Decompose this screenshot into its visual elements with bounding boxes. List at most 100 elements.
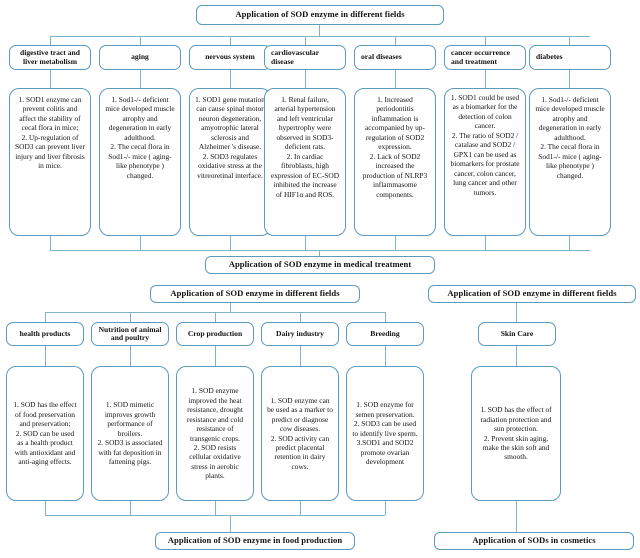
connector-cat-to-detail-1 <box>140 70 141 88</box>
connector-bus-to-cat-2 <box>230 36 231 45</box>
connector-bus-to-cat-1 <box>140 36 141 45</box>
connector-food-cat-to-detail-0 <box>45 346 46 366</box>
connector-detail-down-2 <box>230 236 231 250</box>
category-label: oral diseases <box>361 52 402 62</box>
connector-food-detail-down-0 <box>45 501 46 515</box>
connector-food-cat-to-detail-1 <box>130 346 131 366</box>
connector-medical-trunk <box>319 250 320 258</box>
connector-cat-to-detail-0 <box>50 70 51 88</box>
connector-mid-right-trunk <box>516 303 517 322</box>
connector-bus-to-cat-5 <box>485 36 486 45</box>
connector-cat-to-detail-3 <box>305 70 306 88</box>
detail-box-nervous-system: 1. SOD1 gene mutation can cause spinal m… <box>189 88 271 236</box>
detail-text: 1. Sod1-/- deficient mice developed musc… <box>535 95 605 180</box>
connector-top-trunk <box>319 25 320 36</box>
category-label: Nutrition of animal and poultry <box>98 324 162 342</box>
connector-cat-to-detail-2 <box>230 70 231 88</box>
connector-bus-to-cat-4 <box>395 36 396 45</box>
top-title-text: Application of SOD enzyme in different f… <box>235 9 405 20</box>
connector-food-detail-down-1 <box>130 501 131 515</box>
connector-cat-to-detail-6 <box>569 70 570 88</box>
connector-mid-left-trunk <box>230 303 231 312</box>
medical-treatment-title-box: Application of SOD enzyme in medical tre… <box>205 256 435 274</box>
detail-text: 1. SOD enzyme improved the heat resistan… <box>186 386 244 481</box>
connector-cat-to-detail-4 <box>395 70 396 88</box>
mid-left-title-text: Application of SOD enzyme in different f… <box>170 288 340 299</box>
connector-skincare-cat-to-detail <box>516 346 517 366</box>
connector-food-bottom-bus <box>45 515 385 516</box>
detail-text: 1. SOD has the effect of radiation prote… <box>480 405 552 462</box>
connector-bus-to-food-cat-3 <box>300 312 301 322</box>
connector-medical-bus <box>50 250 590 251</box>
category-skin-care[interactable]: Skin Care <box>478 322 556 346</box>
detail-box-nutrition-animal-poultry: 1. SOD mimetic improves growth performan… <box>91 366 169 501</box>
food-production-title-text: Application of SOD enzyme in food produc… <box>167 535 343 546</box>
category-label: Breeding <box>370 328 400 338</box>
detail-text: 1. SOD enzyme can be used as a marker to… <box>267 395 333 471</box>
connector-bus-to-food-cat-4 <box>385 312 386 322</box>
connector-food-bottom-trunk <box>230 515 231 532</box>
detail-box-aging: 1. Sod1-/- deficient mice developed musc… <box>99 88 181 236</box>
connector-food-cat-to-detail-3 <box>300 346 301 366</box>
detail-box-crop-production: 1. SOD enzyme improved the heat resistan… <box>176 366 254 501</box>
category-nervous-system[interactable]: nervous system <box>189 45 271 70</box>
mid-left-title-box: Application of SOD enzyme in different f… <box>150 285 360 303</box>
category-digestive-tract-and-liver-metabolism[interactable]: digestive tract and liver metabolism <box>9 45 91 70</box>
mid-right-title-text: Application of SOD enzyme in different f… <box>447 288 617 299</box>
connector-detail-down-6 <box>569 236 570 250</box>
detail-text: 1. SOD has the effect of food preservati… <box>13 400 77 467</box>
connector-food-detail-down-2 <box>215 501 216 515</box>
category-label: nervous system <box>205 52 255 62</box>
connector-bus-to-cat-0 <box>50 36 51 45</box>
category-label: Skin Care <box>500 328 534 338</box>
detail-box-oral-diseases: 1. Increased periodontitis inflammation … <box>354 88 436 236</box>
connector-bus-to-food-cat-1 <box>130 312 131 322</box>
detail-box-cancer-occurrence: 1. SOD1 could be used as a biomarker for… <box>444 88 526 236</box>
connector-top-bus <box>50 36 590 37</box>
category-breeding[interactable]: Breeding <box>346 322 424 346</box>
mid-right-title-box: Application of SOD enzyme in different f… <box>428 285 636 303</box>
cosmetics-title-text: Application of SODs in cosmetics <box>472 535 596 546</box>
connector-detail-down-3 <box>305 236 306 250</box>
category-label: digestive tract and liver metabolism <box>20 48 80 66</box>
category-label: cardiovascular disease <box>271 48 319 66</box>
category-label: cancer occurrence and treatment <box>451 48 510 66</box>
detail-box-skin-care: 1. SOD has the effect of radiation prote… <box>471 366 561 501</box>
top-title-box: Application of SOD enzyme in different f… <box>196 5 444 25</box>
medical-treatment-title-text: Application of SOD enzyme in medical tre… <box>228 259 412 270</box>
detail-box-breeding: 1. SOD enzyme for semen preservation. 2.… <box>346 366 424 501</box>
detail-box-diabetes: 1. Sod1-/- deficient mice developed musc… <box>529 88 611 236</box>
food-production-title-box: Application of SOD enzyme in food produc… <box>155 532 355 550</box>
detail-text: 1. SOD1 could be used as a biomarker for… <box>450 93 520 197</box>
connector-detail-down-5 <box>485 236 486 250</box>
category-label: aging <box>131 52 149 62</box>
category-nutrition-of-animal-and-poultry[interactable]: Nutrition of animal and poultry <box>91 322 169 346</box>
detail-box-dairy-industry: 1. SOD enzyme can be used as a marker to… <box>261 366 339 501</box>
detail-box-health-products: 1. SOD has the effect of food preservati… <box>6 366 84 501</box>
connector-bus-to-cat-6 <box>569 36 570 45</box>
connector-detail-down-4 <box>395 236 396 250</box>
category-diabetes[interactable]: diabetes <box>529 45 611 70</box>
category-dairy-industry[interactable]: Dairy industry <box>261 322 339 346</box>
connector-cat-to-detail-5 <box>485 70 486 88</box>
detail-text: 1. SOD1 enzyme can prevent colitis and a… <box>15 95 85 171</box>
category-oral-diseases[interactable]: oral diseases <box>354 45 436 70</box>
category-aging[interactable]: aging <box>99 45 181 70</box>
category-label: Crop production <box>187 328 243 338</box>
detail-text: 1. SOD mimetic improves growth performan… <box>97 400 163 467</box>
detail-text: 1. SOD1 gene mutation can cause spinal m… <box>195 95 265 180</box>
connector-food-cat-to-detail-4 <box>385 346 386 366</box>
detail-text: 1. Increased periodontitis inflammation … <box>362 95 428 199</box>
detail-box-cardiovascular-disease: 1. Renal failure, arterial hypertension … <box>264 88 346 236</box>
category-label: diabetes <box>536 52 563 62</box>
connector-food-cat-to-detail-2 <box>215 346 216 366</box>
connector-bus-to-food-cat-0 <box>45 312 46 322</box>
category-health-products[interactable]: health products <box>6 322 84 346</box>
detail-box-digestive-tract: 1. SOD1 enzyme can prevent colitis and a… <box>9 88 91 236</box>
category-label: health products <box>19 328 71 338</box>
detail-text: 1. SOD enzyme for semen preservation. 2.… <box>352 400 418 467</box>
category-crop-production[interactable]: Crop production <box>176 322 254 346</box>
category-cancer-occurrence-and-treatment[interactable]: cancer occurrence and treatment <box>444 45 526 70</box>
detail-text: 1. Sod1-/- deficient mice developed musc… <box>105 95 175 180</box>
category-cardiovascular-disease[interactable]: cardiovascular disease <box>264 45 346 70</box>
